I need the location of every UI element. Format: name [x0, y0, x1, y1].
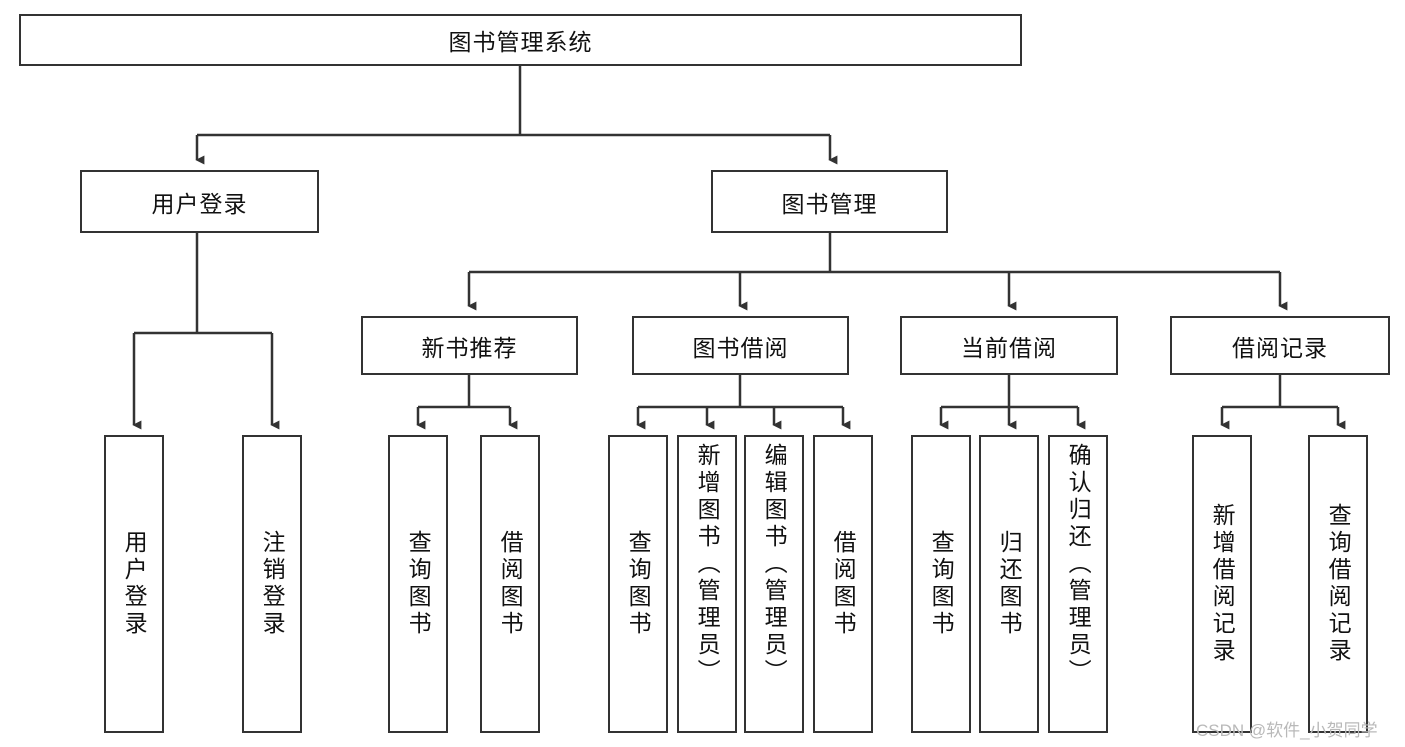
leaf-query-book-3[interactable]: 查询图书 [911, 435, 971, 733]
leaf-confirm-return-label: 确认归还（管理员） [1065, 443, 1092, 686]
node-user-login-label: 用户登录 [151, 190, 248, 217]
leaf-return-book[interactable]: 归还图书 [979, 435, 1039, 733]
leaf-user-login-label: 用户登录 [121, 530, 148, 638]
leaf-add-book-label: 新增图书（管理员） [694, 443, 721, 686]
node-new-book-rec-label: 新书推荐 [421, 334, 518, 361]
node-root-system-label: 图书管理系统 [448, 29, 593, 55]
node-borrow-record-label: 借阅记录 [1232, 334, 1328, 361]
leaf-return-book-label: 归还图书 [996, 530, 1023, 638]
leaf-user-login[interactable]: 用户登录 [104, 435, 164, 733]
leaf-query-book-3-label: 查询图书 [928, 530, 955, 638]
leaf-borrow-book-2-label: 借阅图书 [830, 530, 857, 638]
node-book-borrow-label: 图书借阅 [692, 334, 789, 361]
leaf-edit-book-label: 编辑图书（管理员） [761, 443, 788, 686]
leaf-borrow-book-1[interactable]: 借阅图书 [480, 435, 540, 733]
leaf-logout-label: 注销登录 [259, 530, 286, 638]
leaf-add-book[interactable]: 新增图书（管理员） [677, 435, 737, 733]
node-new-book-rec[interactable]: 新书推荐 [361, 316, 578, 375]
leaf-add-record[interactable]: 新增借阅记录 [1192, 435, 1252, 733]
leaf-query-book-2[interactable]: 查询图书 [608, 435, 668, 733]
leaf-query-record[interactable]: 查询借阅记录 [1308, 435, 1368, 733]
node-book-manage-label: 图书管理 [781, 190, 878, 217]
leaf-borrow-book-1-label: 借阅图书 [497, 530, 524, 638]
node-borrow-record[interactable]: 借阅记录 [1170, 316, 1390, 375]
node-book-manage[interactable]: 图书管理 [711, 170, 948, 233]
leaf-query-book-2-label: 查询图书 [625, 530, 652, 638]
leaf-logout[interactable]: 注销登录 [242, 435, 302, 733]
leaf-query-book-1[interactable]: 查询图书 [388, 435, 448, 733]
csdn-watermark: CSDN @软件_小贺同学 [1196, 721, 1378, 740]
leaf-add-record-label: 新增借阅记录 [1209, 503, 1236, 665]
node-current-borrow-label: 当前借阅 [961, 334, 1057, 361]
node-current-borrow[interactable]: 当前借阅 [900, 316, 1118, 375]
node-root-system[interactable]: 图书管理系统 [19, 14, 1022, 66]
leaf-query-record-label: 查询借阅记录 [1325, 503, 1352, 665]
leaf-query-book-1-label: 查询图书 [405, 530, 432, 638]
node-book-borrow[interactable]: 图书借阅 [632, 316, 849, 375]
node-user-login[interactable]: 用户登录 [80, 170, 319, 233]
leaf-edit-book[interactable]: 编辑图书（管理员） [744, 435, 804, 733]
leaf-confirm-return[interactable]: 确认归还（管理员） [1048, 435, 1108, 733]
leaf-borrow-book-2[interactable]: 借阅图书 [813, 435, 873, 733]
